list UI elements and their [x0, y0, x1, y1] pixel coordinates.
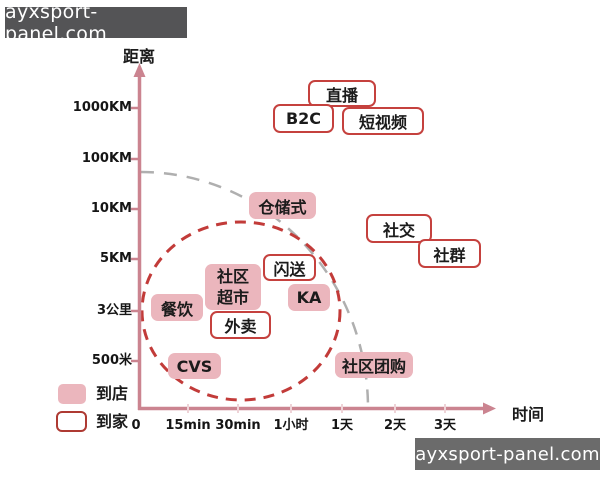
y-tick-label: 3公里	[96, 303, 132, 318]
legend-swatch-to-store	[58, 384, 86, 404]
legend-swatch-to-home	[56, 411, 87, 432]
watermark-top-text: ayxsport-panel.com	[5, 0, 108, 45]
item-social: 社交	[366, 214, 432, 243]
x-tick-label: 3天	[433, 418, 457, 433]
y-tick-label: 500米	[91, 353, 132, 368]
watermark-bottom: ayxsport-panel.com	[415, 438, 600, 470]
x-axis-title: 时间	[511, 405, 544, 424]
item-flash-delivery: 闪送	[263, 254, 316, 281]
x-tick-label: 0	[131, 418, 141, 433]
item-community-group: 社群	[418, 239, 481, 268]
x-tick-label: 1小时	[273, 418, 309, 433]
red-dashed-ellipse	[140, 220, 342, 402]
y-tick-label: 10KM	[90, 201, 132, 216]
item-community-supermarket: 社区 超市	[205, 264, 261, 310]
y-axis-arrow-icon	[133, 63, 146, 77]
y-axis-title: 距离	[122, 47, 155, 66]
item-ka: KA	[288, 284, 330, 311]
watermark-top: ayxsport-panel.com	[5, 1, 187, 45]
item-catering: 餐饮	[151, 294, 203, 321]
legend-label-to-store: 到店	[96, 384, 129, 403]
x-axis-ticks	[187, 404, 446, 413]
item-b2c: B2C	[273, 104, 334, 133]
x-tick-label: 1天	[330, 418, 354, 433]
y-tick-label: 1000KM	[72, 100, 132, 115]
item-takeout: 外卖	[210, 311, 271, 339]
item-warehouse: 仓储式	[249, 192, 316, 219]
y-tick-label: 5KM	[99, 251, 132, 266]
item-community-supermarket-line1: 社区	[216, 267, 249, 286]
item-community-supermarket-line2: 超市	[216, 288, 249, 307]
y-axis-ticks	[131, 106, 139, 363]
legend-label-to-home: 到家	[96, 412, 129, 431]
item-community-group-buying: 社区团购	[335, 352, 413, 378]
y-tick-label: 100KM	[81, 151, 132, 166]
x-axis-arrow-icon	[483, 402, 496, 415]
item-cvs: CVS	[168, 353, 221, 379]
x-tick-label: 2天	[383, 418, 407, 433]
item-live-stream: 直播	[308, 80, 376, 107]
x-tick-label: 15min	[165, 418, 211, 433]
x-tick-label: 30min	[215, 418, 261, 433]
item-short-video: 短视频	[342, 107, 424, 135]
watermark-bottom-text: ayxsport-panel.com	[415, 443, 600, 465]
